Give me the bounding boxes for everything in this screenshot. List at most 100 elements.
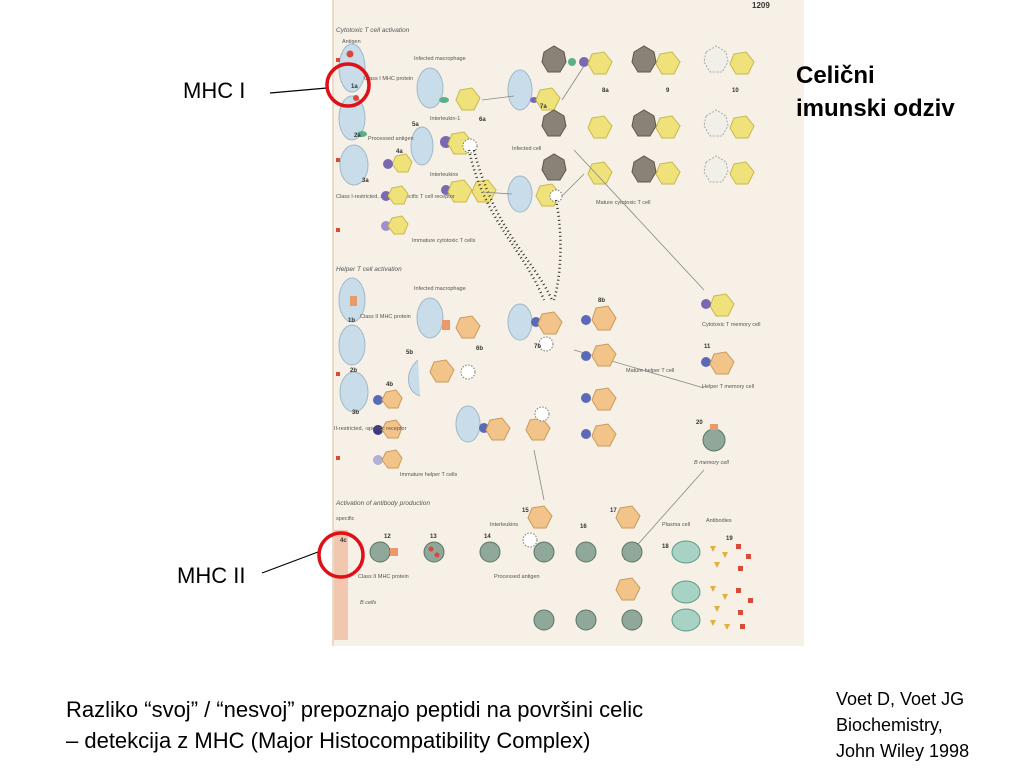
killing-row-2: [541, 109, 755, 139]
class1-mhc-label: Class I MHC protein: [364, 76, 413, 82]
interleukin-vesicle: [534, 406, 550, 422]
tcr-class1: [381, 221, 391, 231]
helper-memory-label: Helper T memory cell: [702, 384, 754, 390]
infected-cell-label: Infected cell: [512, 146, 541, 152]
citation-publisher: John Wiley 1998: [836, 741, 970, 761]
antigen-markers: [336, 58, 340, 460]
immature-helper-t-cell: [381, 449, 403, 469]
infected-macrophage: [416, 67, 444, 109]
interleukin1-label: Interleukin-1: [430, 116, 460, 122]
mature-helper-t-cell: [591, 305, 617, 331]
cytotoxic-t-cell: [471, 179, 497, 203]
cytotoxic-t-cell: [455, 87, 481, 111]
step-label: 3b: [352, 410, 359, 416]
mature-helper-t-cell: [591, 343, 617, 367]
b-cell: [621, 541, 643, 563]
immature-cytotoxic-t-cell: [387, 215, 409, 235]
cytotoxic-t-cell: [447, 179, 473, 203]
antigen-dot: [428, 546, 434, 552]
interleukin-stream: [472, 149, 554, 301]
antigen-dot: [346, 50, 354, 58]
macrophage: [507, 303, 533, 341]
cytotoxic-memory-label: Cytotoxic T memory cell: [702, 322, 760, 328]
helper-t-cell: [615, 577, 641, 601]
b-cell: [575, 609, 597, 631]
antibodies: [710, 546, 730, 630]
mhc2-protein: [350, 296, 357, 306]
caption-line-2: – detekcija z MHC (Major Histocompatibil…: [66, 728, 591, 753]
b-cells-label: B cells: [360, 600, 376, 606]
macrophage-5b: [408, 359, 421, 397]
mhc1-protein: [357, 131, 367, 137]
infected-macrophage-label-2: Infected macrophage: [414, 286, 466, 292]
step-label: 2a: [354, 133, 361, 139]
class2-restricted-label: II-restricted, -specific receptor: [334, 426, 407, 432]
tcr-class1: [383, 159, 393, 169]
step-label: 9: [666, 88, 670, 94]
immature-helper-t-cell: [381, 419, 403, 439]
b-cell: [575, 541, 597, 563]
killing-row-3: [541, 153, 755, 185]
step-label: 12: [384, 534, 391, 540]
plasma-cell: [671, 608, 701, 632]
step-label: 8b: [598, 298, 605, 304]
processed-antigen-label: Processed antigen: [368, 136, 414, 142]
step-label: 15: [522, 508, 529, 514]
immature-helper-label: Immature helper T cells: [400, 472, 458, 478]
antigen-dot: [434, 552, 440, 558]
tcr-class2: [701, 357, 711, 367]
step-label: 4a: [396, 149, 403, 155]
interleukin-vesicle: [462, 138, 478, 154]
plasma-cell: [671, 540, 701, 564]
antigens-cluster: [736, 544, 753, 629]
b-cell: [479, 541, 501, 563]
slide-caption: Razliko “svoj” / “nesvoj” prepoznajo pep…: [66, 694, 786, 756]
step-label: 17: [610, 508, 617, 514]
mhc2-protein: [442, 320, 450, 330]
class2-mhc-label: Class II MHC protein: [360, 314, 411, 320]
mhc1-label: MHC I: [183, 78, 246, 103]
b-cell: [533, 541, 555, 563]
mature-helper-t-cell: [591, 423, 617, 447]
citation-authors: Voet D, Voet JG: [836, 689, 965, 709]
tcr-class1: [701, 299, 711, 309]
helper-t-cell: [527, 505, 553, 529]
plasma-cell: [671, 580, 701, 604]
interleukin-vesicle: [522, 532, 538, 548]
mhc1-leader-line: [269, 87, 328, 94]
immature-cytotoxic-label: Immature cytotoxic T cells: [412, 238, 476, 244]
step-label: 4b: [386, 382, 393, 388]
b-cell: [621, 609, 643, 631]
tcr-class2: [373, 425, 383, 435]
step-label: 18: [662, 544, 669, 550]
slide-title: Celični imunski odziv: [796, 59, 1016, 125]
step-label: 13: [430, 534, 437, 540]
step-label: 6b: [476, 346, 483, 352]
step-label: 7a: [540, 104, 547, 110]
immature-cytotoxic-t-cell: [387, 185, 409, 205]
step-label: 5b: [406, 350, 413, 356]
interleukin-vesicle: [538, 336, 554, 352]
b-cell: [369, 541, 391, 563]
immature-helper-t-cell: [381, 389, 403, 409]
step-label: 1a: [351, 84, 358, 90]
mature-helper-t-cell: [591, 387, 617, 411]
helper-memory-cell: [709, 351, 735, 375]
helper-t-cell: [525, 417, 551, 441]
step-label: 14: [484, 534, 491, 540]
b-memory-cell: [702, 428, 726, 452]
tcr-class2: [581, 429, 591, 439]
killing-row-1: [541, 45, 755, 75]
b-cell: [533, 609, 555, 631]
step-label: 20: [696, 420, 703, 426]
section-antibody-heading: Activation of antibody production: [335, 500, 430, 507]
tcr-class1: [381, 191, 391, 201]
mhc2-protein: [710, 424, 718, 430]
section-cytotoxic-heading: Cytotoxic T cell activation: [336, 27, 410, 34]
helper-t-cell: [455, 315, 481, 339]
infected-macrophage-label-1: Infected macrophage: [414, 56, 466, 62]
step-label: 6a: [479, 117, 486, 123]
b-memory-label: B memory cell: [694, 460, 730, 466]
step-label: 2b: [350, 368, 357, 374]
step-label: 8a: [602, 88, 609, 94]
